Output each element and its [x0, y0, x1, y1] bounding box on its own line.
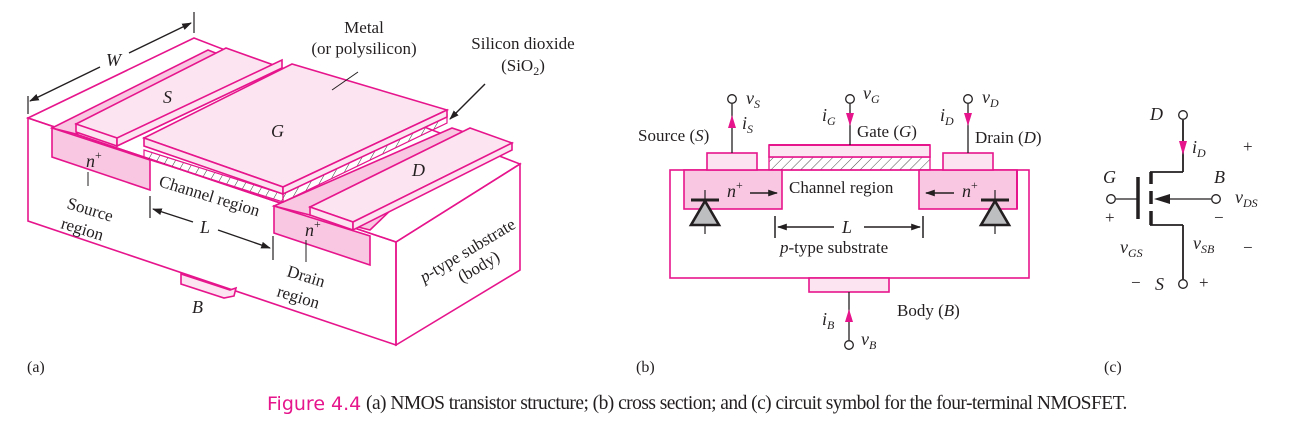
- source-node-c[interactable]: [1178, 279, 1188, 289]
- body-current-arrow: [845, 309, 853, 322]
- l-dim-arrow-left: [152, 208, 194, 223]
- panel-a-structure: W L Metal (or polysilicon) Silicon dioxi…: [25, 12, 575, 376]
- drain-body-diode: [978, 190, 1012, 234]
- figure-number: Figure 4.4: [267, 393, 362, 415]
- v-g-label: vG: [863, 83, 880, 106]
- oxide-b: [768, 156, 931, 171]
- substrate-label-b: p-type substrate: [779, 238, 888, 257]
- gate-current-arrow: [846, 113, 854, 126]
- body-node-c[interactable]: [1211, 194, 1221, 204]
- substrate-side-face: [395, 162, 521, 347]
- gate-b: [768, 144, 931, 158]
- v-d-label: vD: [982, 87, 999, 110]
- vds-plus: +: [1243, 137, 1253, 156]
- source-body-diode: [688, 190, 722, 234]
- w-label: W: [106, 50, 123, 70]
- panel-c-circuit-symbol: D iD + G B vDS + − vGS vSB − − S + (c): [1103, 104, 1258, 376]
- gate-node-c[interactable]: [1106, 194, 1116, 204]
- gate-terminal-node[interactable]: [845, 94, 855, 104]
- i-d-label-c: iD: [1192, 137, 1206, 160]
- drain-n-plus-b: n+: [962, 178, 978, 201]
- v-s-label: vS: [746, 88, 760, 111]
- l-label-b: L: [841, 217, 852, 237]
- drain-contact-side: [352, 141, 513, 232]
- panel-b-tag: (b): [636, 359, 655, 376]
- g-label-c: G: [1103, 167, 1116, 187]
- source-n-plus-front: [51, 126, 151, 192]
- body-contact: [180, 272, 238, 299]
- body-terminal-node[interactable]: [844, 340, 854, 350]
- channel-region-label-b: Channel region: [789, 178, 894, 197]
- source-contact-b: [706, 152, 758, 171]
- vsb-plus: +: [1199, 273, 1209, 292]
- drain-contact-b: [942, 152, 994, 171]
- panel-c-tag: (c): [1104, 359, 1122, 376]
- i-g-label: iG: [822, 105, 836, 128]
- drain-terminal-node[interactable]: [963, 94, 973, 104]
- w-dim-arrow-left: [29, 66, 101, 102]
- drain-n-plus-front: [273, 204, 371, 267]
- drain-current-arrow-c: [1179, 141, 1187, 155]
- source-current-arrow: [728, 115, 736, 128]
- source-n-plus-well: [683, 169, 783, 210]
- body-terminal-label: B: [192, 297, 203, 317]
- d-label-c: D: [1149, 104, 1163, 124]
- l-dim-arrow-right: [217, 229, 271, 249]
- gate-terminal-label: G: [271, 121, 284, 141]
- b-label-c: B: [1214, 167, 1225, 187]
- l-label-a: L: [199, 217, 210, 237]
- metal-label-line1: Metal: [344, 18, 384, 37]
- drain-terminal-label: D: [411, 160, 425, 180]
- body-arrow-c: [1154, 194, 1170, 204]
- body-contact-b: [808, 277, 890, 293]
- source-contact-side: [116, 58, 283, 148]
- v-sb-label: vSB: [1193, 233, 1215, 256]
- oxide-leader-arrow: [449, 83, 486, 120]
- s-label-c: S: [1155, 274, 1164, 294]
- vgs-minus: −: [1131, 273, 1141, 292]
- vds-minus: −: [1243, 238, 1253, 257]
- drain-label-b: Drain (D): [975, 128, 1042, 147]
- i-d-label-b: iD: [940, 105, 954, 128]
- gate-plate-side: [282, 108, 448, 196]
- source-n-plus: n+: [86, 148, 102, 171]
- source-terminal-node[interactable]: [727, 94, 737, 104]
- gate-label-b: Gate (G): [857, 122, 917, 141]
- oxide-label-line1: Silicon dioxide: [471, 34, 574, 53]
- vgs-plus: +: [1105, 208, 1115, 227]
- v-gs-label: vGS: [1120, 237, 1143, 260]
- drain-n-plus-well: [918, 169, 1018, 210]
- body-label-b: Body (B): [897, 301, 960, 320]
- drain-current-arrow: [964, 113, 972, 126]
- figure-caption: (a) NMOS transistor structure; (b) cross…: [366, 393, 1127, 414]
- metal-label-line2: (or polysilicon): [311, 39, 416, 58]
- oxide-label-line2: (SiO2): [501, 56, 545, 78]
- v-b-label: vB: [861, 329, 877, 352]
- drain-node-c[interactable]: [1178, 110, 1188, 120]
- source-label-b: Source (S): [638, 126, 709, 145]
- v-ds-label: vDS: [1235, 187, 1258, 210]
- metal-leader: [331, 71, 359, 91]
- i-b-label: iB: [822, 309, 835, 332]
- i-s-label: iS: [742, 113, 753, 136]
- source-terminal-label: S: [163, 87, 172, 107]
- w-dim-arrow-right: [128, 22, 192, 54]
- panel-b-cross-section: L Source (S) Gate (G) Drain (D) Body (B)…: [636, 83, 1042, 376]
- source-n-plus-b: n+: [727, 178, 743, 201]
- drain-n-plus: n+: [305, 217, 321, 240]
- panel-a-tag: (a): [27, 359, 45, 376]
- vsb-minus-top: −: [1214, 208, 1224, 227]
